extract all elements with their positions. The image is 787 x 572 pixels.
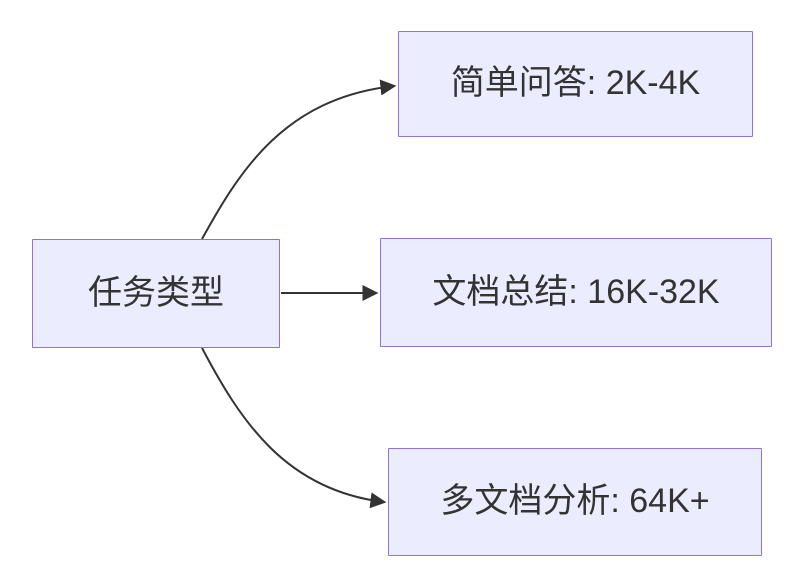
node-label: 任务类型 bbox=[88, 273, 224, 312]
node-label: 多文档分析: 64K+ bbox=[440, 482, 710, 521]
node-multi-doc-analysis: 多文档分析: 64K+ bbox=[388, 448, 762, 556]
node-label: 简单问答: 2K-4K bbox=[450, 64, 701, 103]
edge-root-to-branch2 bbox=[201, 347, 387, 509]
node-doc-summary: 文档总结: 16K-32K bbox=[380, 238, 772, 347]
edge-root-to-branch0 bbox=[201, 79, 397, 240]
node-label: 文档总结: 16K-32K bbox=[432, 272, 720, 311]
node-simple-qa: 简单问答: 2K-4K bbox=[398, 31, 753, 137]
node-task-type: 任务类型 bbox=[32, 239, 280, 348]
